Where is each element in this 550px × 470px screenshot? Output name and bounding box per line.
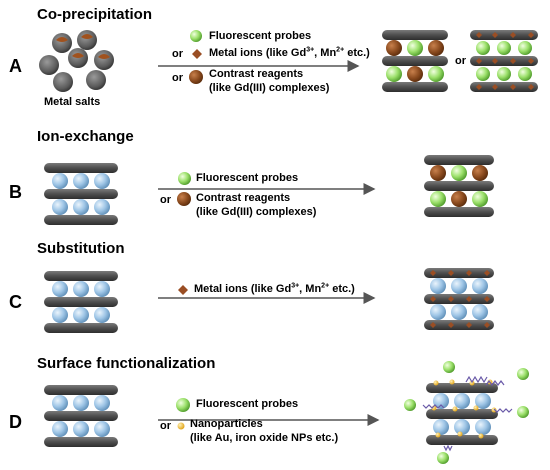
a-contrast-label-2: (like Gd(III) complexes) <box>209 82 330 94</box>
ldh-start-d <box>44 385 118 447</box>
ldh-product-d <box>404 361 529 464</box>
d-nanoparticles-label-2: (like Au, iron oxide NPs etc.) <box>190 432 339 444</box>
b-or: or <box>160 194 171 206</box>
row-letter-c: C <box>9 292 22 312</box>
section-title-substitution: Substitution <box>37 240 125 257</box>
contrast-reagent-icon <box>177 192 191 206</box>
ldh-start-b <box>44 163 118 225</box>
b-contrast-label-2: (like Gd(III) complexes) <box>196 206 317 218</box>
a-contrast-label-1: Contrast reagents <box>209 68 304 80</box>
metal-salts-cluster <box>39 30 114 92</box>
ldh-product-a1 <box>382 30 448 92</box>
metal-salts-label: Metal salts <box>44 96 101 108</box>
contrast-reagent-icon <box>189 70 203 84</box>
ldh-product-a2 <box>470 30 538 92</box>
fluorescent-probe-icon <box>178 172 191 185</box>
fluorescent-probe-icon <box>176 398 190 412</box>
section-title-co-precipitation: Co-precipitation <box>37 6 152 23</box>
a-or-1: or <box>172 48 183 60</box>
row-letter-a: A <box>9 56 22 76</box>
b-contrast-label-1: Contrast reagents <box>196 192 291 204</box>
d-nanoparticles-label-1: Nanoparticles <box>190 418 263 430</box>
d-fluorescent-label: Fluorescent probes <box>196 398 299 410</box>
row-letter-d: D <box>9 412 22 432</box>
section-title-ion-exchange: Ion-exchange <box>37 128 134 145</box>
ldh-product-c <box>424 268 494 330</box>
section-title-surface-functionalization: Surface functionalization <box>37 355 216 372</box>
ldh-product-b <box>424 155 494 217</box>
d-or: or <box>160 420 171 432</box>
a-fluorescent-label: Fluorescent probes <box>209 30 312 42</box>
nanoparticle-icon <box>177 422 185 430</box>
b-fluorescent-label: Fluorescent probes <box>196 172 299 184</box>
metal-ion-diamond-icon <box>178 285 188 295</box>
a-products-or: or <box>455 55 466 67</box>
metal-ion-diamond-icon <box>192 49 202 59</box>
a-metal-ions-label: Metal ions (like Gd3+, Mn2+ etc.) <box>209 46 370 59</box>
a-or-2: or <box>172 72 183 84</box>
ldh-start-c <box>44 271 118 333</box>
c-metal-ions-label: Metal ions (like Gd3+, Mn2+ etc.) <box>194 282 355 295</box>
row-letter-b: B <box>9 182 22 202</box>
fluorescent-probe-icon <box>190 30 202 42</box>
